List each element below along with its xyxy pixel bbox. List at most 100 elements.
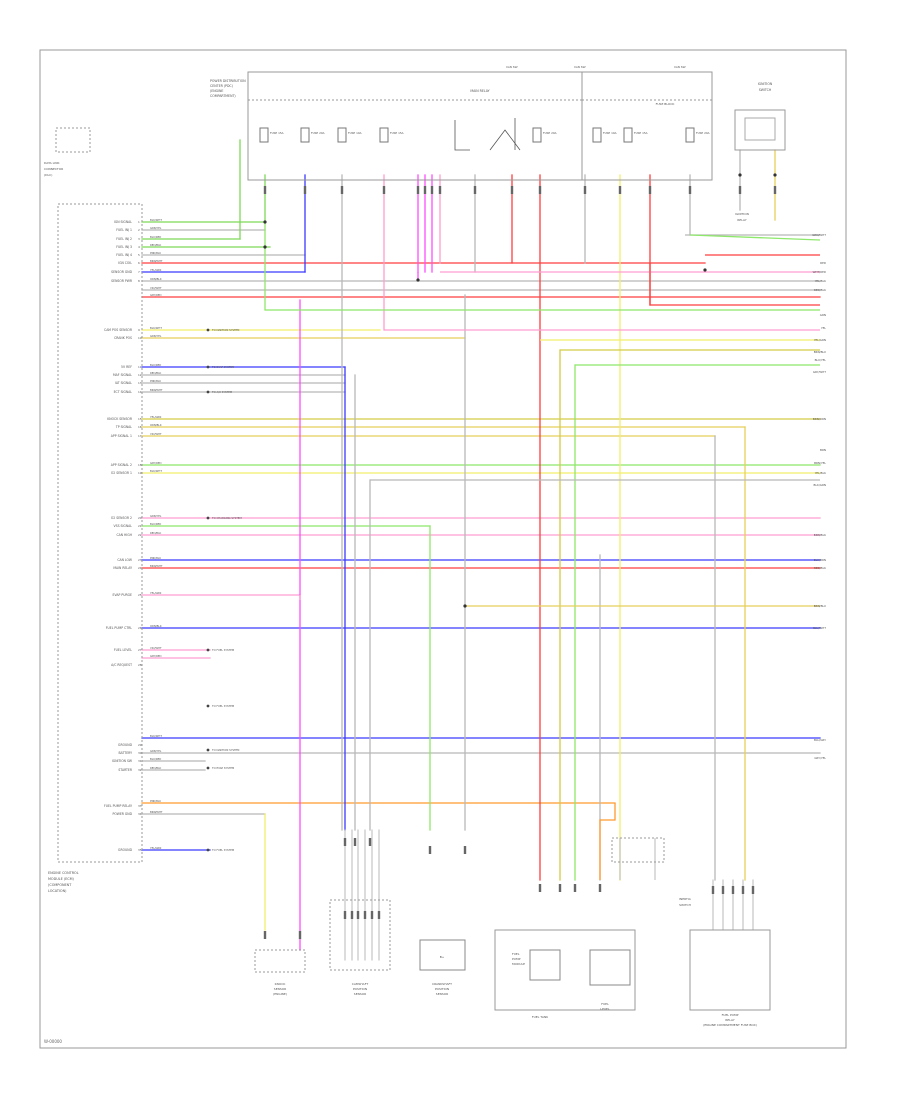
wire-color-label: PNK/BLU xyxy=(150,379,161,383)
fuel-tank-label: FUEL TANK xyxy=(532,1015,549,1019)
ecm-pin-number: 16 xyxy=(138,425,142,429)
callout-label: TO EVAP SYSTEM xyxy=(212,766,234,770)
fuse-symbol xyxy=(532,127,542,143)
ecm-pin-label: A/C REQUEST xyxy=(111,663,132,667)
tank-connector-pin xyxy=(598,884,602,892)
fuse-box-connector-pin xyxy=(618,186,622,194)
ecm-pin-number: 4 xyxy=(138,245,140,249)
relay-pin xyxy=(731,886,735,894)
fuse-box-connector-pin xyxy=(473,186,477,194)
right-wire-label: BLU/YEL xyxy=(815,358,827,362)
callout-dot xyxy=(206,516,210,520)
fuel-pump-label: MODULE xyxy=(512,962,525,966)
right-wire-label: BRN/BLK xyxy=(814,533,826,537)
wire-color-label: YEL/GRN xyxy=(150,591,161,595)
wire-color-label: VIO/WHT xyxy=(150,432,162,436)
wire-color-label: BRN/WHT xyxy=(150,259,163,263)
wire-color-label: GRN/YEL xyxy=(150,749,162,753)
ignition-relay-label: RELAY xyxy=(737,218,747,222)
right-wire-label: GRN xyxy=(820,313,826,317)
dlc-label: DATA LINK xyxy=(44,161,60,165)
ignition-switch-inner xyxy=(744,117,776,141)
camshaft-sensor-label: POSITION xyxy=(353,987,367,991)
wire-color-label: RED/BLK xyxy=(150,766,162,770)
ecm-pin-number: 30 xyxy=(138,751,142,755)
ecm-pin-number: 22 xyxy=(138,533,142,537)
ecm-pin-label: GROUND xyxy=(118,848,133,852)
wire-orange-drop xyxy=(599,803,616,880)
crankshaft-sensor-label: CRANKSHAFT xyxy=(432,982,452,986)
ecm-pin-number: 32 xyxy=(138,768,142,772)
ecm-pin-label: GROUND xyxy=(118,743,133,747)
fuse-box-connector-pin xyxy=(423,186,427,194)
wire-color-label: GRN/YEL xyxy=(150,226,162,230)
right-wire-label: BLU/GRY xyxy=(814,738,826,742)
ecm-pin-label: POWER GND xyxy=(112,812,132,816)
cam-connector-pin xyxy=(353,838,357,846)
wire-color-label: BRN/WHT xyxy=(150,388,163,392)
crankshaft-sensor-label: SENSOR xyxy=(436,992,448,996)
relay-pin xyxy=(721,886,725,894)
ecm-pin-label: IGN SIGNAL xyxy=(114,220,132,224)
ecm-label: (COMPONENT xyxy=(48,883,72,887)
right-wire-label: RED xyxy=(820,261,826,265)
sensor-pin xyxy=(370,911,374,919)
fuel-pump-relay-label: FUEL PUMP xyxy=(722,1013,739,1017)
callout-label: TO CHARGING SYSTEM xyxy=(212,516,242,520)
camshaft-position-sensor xyxy=(329,899,391,971)
ecm-pin-label: CAN HIGH xyxy=(116,533,132,537)
cam-connector-pin xyxy=(368,838,372,846)
callout-dot xyxy=(206,390,210,394)
fuse-symbol xyxy=(337,127,347,143)
knock-sensor xyxy=(254,949,306,973)
ecm-pin-label: O2 SENSOR 1 xyxy=(111,471,132,475)
ecm-pin-label: IAT SIGNAL xyxy=(115,381,132,385)
component-layer xyxy=(55,71,786,1011)
relay-switch xyxy=(489,129,521,151)
ignition-switch-label: SWITCH xyxy=(759,88,772,92)
fuse-box-connector-pin xyxy=(510,186,514,194)
wire-color-label: ORN/BLK xyxy=(150,277,162,281)
right-wire-label: RED/BLK xyxy=(814,566,826,570)
wire-color-label: BRN/WHT xyxy=(150,810,163,814)
ecm-pin-label: KNOCK SENSOR xyxy=(107,417,133,421)
callout-dot xyxy=(206,704,210,708)
ecm-pin-label: CAM POS SENSOR xyxy=(104,328,133,332)
ecm-pin-number: 13 xyxy=(138,381,142,385)
ecm-pin-label: APP SIGNAL 2 xyxy=(111,463,132,467)
knock-sensor-label: (ENGINE) xyxy=(273,992,287,996)
fuel-pump-relay-label: RELAY xyxy=(725,1018,735,1022)
fuse-rating: FUSE 20A xyxy=(696,131,710,135)
crankshaft-sensor-label: POSITION xyxy=(435,987,449,991)
fuel-level-sender xyxy=(589,949,631,986)
right-wire-label: YEL/BLK xyxy=(815,471,826,475)
sensor-pin xyxy=(377,911,381,919)
ecm-pin-label: FUEL PUMP RELAY xyxy=(104,804,132,808)
wire-color-label: VIO/WHT xyxy=(150,286,162,290)
ecm-pin-label: FUEL PUMP CTRL xyxy=(106,626,133,630)
ecm-pin-number: 20 xyxy=(138,516,142,520)
ecm-pin-label: FUEL INJ 4 xyxy=(116,253,132,257)
fuse-box-label: CENTER (PDC) xyxy=(210,84,233,88)
wire-color-label: PNK/BLU xyxy=(150,251,161,255)
wire-color-label: BLK/WHT xyxy=(150,218,162,222)
ecm-pin-number: 9 xyxy=(138,328,140,332)
callout-label: TO EVAP SYSTEM xyxy=(212,365,234,369)
ecm-pin-label: APP SIGNAL 1 xyxy=(111,434,132,438)
wire-color-label: BLU/RED xyxy=(150,757,161,761)
ecm-pin-label: FUEL INJ 2 xyxy=(116,237,132,241)
splice-dot xyxy=(263,220,267,224)
wire-color-label: BLU/RED xyxy=(150,522,161,526)
inertia-switch xyxy=(611,837,665,863)
ignition-relay-label: IGNITION xyxy=(735,212,749,216)
dlc-label: (DLC) xyxy=(44,173,52,177)
splice-dot xyxy=(463,604,467,608)
ecm-pin-label: O2 SENSOR 2 xyxy=(111,516,132,520)
splice-dot xyxy=(263,245,267,249)
fuel-pump-label: PUMP xyxy=(512,957,521,961)
right-wire-label: BRN/BLU xyxy=(814,350,826,354)
right-wire-label: YEL/GRN xyxy=(814,338,826,342)
ecm-pin-number: 12 xyxy=(138,373,142,377)
ecm-pin-label: SENSOR PWR xyxy=(111,279,133,283)
relay-coil xyxy=(454,120,470,151)
